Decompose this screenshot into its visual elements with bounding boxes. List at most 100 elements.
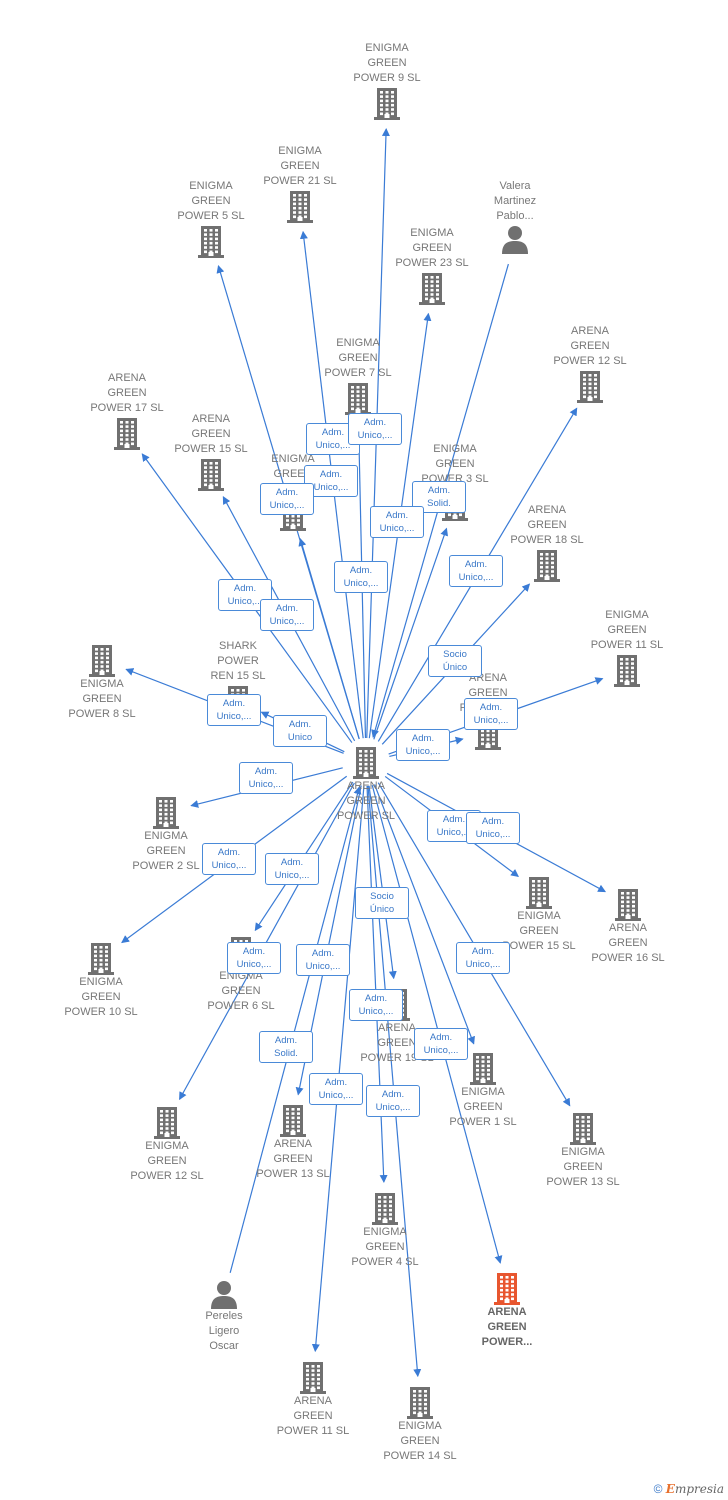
edge-center-n28 xyxy=(371,785,503,1264)
node-label: ENIGMA GREEN POWER 2 SL xyxy=(132,830,200,872)
edge-label-n7[interactable]: Adm. Unico,... xyxy=(348,413,402,445)
node-n26[interactable]: ENIGMA GREEN POWER 13 SL xyxy=(528,1111,638,1190)
edge-label-n6[interactable]: Adm. Unico,... xyxy=(449,555,503,587)
node-label: SHARK POWER REN 15 SL xyxy=(210,640,266,682)
node-n20[interactable]: ENIGMA GREEN POWER 10 SL xyxy=(46,941,156,1020)
building-icon xyxy=(573,887,683,921)
node-label: ENIGMA GREEN POWER 11 SL xyxy=(590,609,664,651)
node-n25[interactable]: ARENA GREEN POWER 13 SL xyxy=(238,1103,348,1182)
node-label: ENIGMA GREEN POWER 6 SL xyxy=(207,970,275,1012)
edge-label-n19[interactable]: Adm. Unico,... xyxy=(466,812,520,844)
building-icon xyxy=(156,224,266,258)
building-icon xyxy=(330,1191,440,1225)
node-label: ENIGMA GREEN POWER 9 SL xyxy=(353,42,421,84)
edge-center-n31 xyxy=(367,785,422,1378)
edge-label-n17[interactable]: Adm. Unico,... xyxy=(239,762,293,794)
building-icon xyxy=(528,1111,638,1145)
node-label: ENIGMA GREEN POWER 7 SL xyxy=(324,337,392,379)
building-icon xyxy=(484,875,594,909)
edge-label-n20[interactable]: Adm. Unico,... xyxy=(202,843,256,875)
node-label: ARENA GREEN POWER 17 SL xyxy=(90,372,164,414)
node-n30[interactable]: ARENA GREEN POWER 11 SL xyxy=(258,1360,368,1439)
node-label: ENIGMA GREEN POWER 10 SL xyxy=(64,976,138,1018)
edge-label-n15[interactable]: Adm. Unico xyxy=(273,715,327,747)
node-n23[interactable]: ENIGMA GREEN POWER 1 SL xyxy=(428,1051,538,1130)
node-n7[interactable]: ENIGMA GREEN POWER 7 SL xyxy=(303,336,413,415)
node-label: ARENA GREEN POWER 19 SL xyxy=(360,1022,433,1064)
building-icon xyxy=(112,1105,222,1139)
edge-label-n13[interactable]: Adm. Unico,... xyxy=(207,694,261,726)
node-label: ENIGMA GREEN POWER 1 SL xyxy=(449,1086,517,1128)
edge-label-n10[interactable]: Adm. Unico,... xyxy=(260,483,314,515)
building-icon xyxy=(47,643,157,677)
node-n14[interactable]: ENIGMA GREEN POWER 11 SL xyxy=(572,608,682,687)
node-label: Pereles Ligero Oscar xyxy=(205,1310,243,1352)
building-icon xyxy=(452,1271,562,1305)
node-label: Valera Martinez Pablo... xyxy=(493,180,537,222)
node-label: ARENA GREEN POWER 15 SL xyxy=(174,413,248,455)
center-node[interactable]: ARENA GREEN POWER SL xyxy=(311,745,421,824)
building-icon xyxy=(428,1051,538,1085)
node-n31[interactable]: ENIGMA GREEN POWER 14 SL xyxy=(365,1385,475,1464)
edge-label-n9[interactable]: Adm. Unico,... xyxy=(260,599,314,631)
node-n19[interactable]: ARENA GREEN POWER 16 SL xyxy=(573,887,683,966)
node-label: ENIGMA GREEN POWER 4 SL xyxy=(351,1226,419,1268)
building-icon xyxy=(238,1103,348,1137)
copyright[interactable]: © Empresia xyxy=(654,1482,724,1496)
edge-label-n29[interactable]: Adm. Solid. xyxy=(259,1031,313,1063)
node-label: ARENA GREEN POWER... xyxy=(481,1306,533,1348)
edge-label-n24[interactable]: Adm. Unico,... xyxy=(227,942,281,974)
edge-label-n27[interactable]: Adm. Unico,... xyxy=(349,989,403,1021)
building-icon xyxy=(377,271,487,305)
node-n6[interactable]: ARENA GREEN POWER 12 SL xyxy=(535,324,645,403)
edge-label-n26[interactable]: Adm. Unico,... xyxy=(456,942,510,974)
node-label: ARENA GREEN POWER 18 SL xyxy=(510,504,584,546)
node-n3[interactable]: ENIGMA GREEN POWER 5 SL xyxy=(156,179,266,258)
edge-n29-center xyxy=(229,786,362,1273)
edge-label-n31[interactable]: Adm. Unico,... xyxy=(366,1085,420,1117)
node-label: ENIGMA GREEN POWER 14 SL xyxy=(383,1420,457,1462)
edge-label-n22[interactable]: Socio Único xyxy=(355,887,409,919)
edge-label-n11[interactable]: Adm. Unico,... xyxy=(334,561,388,593)
node-n13[interactable]: ENIGMA GREEN POWER 8 SL xyxy=(47,643,157,722)
node-n24[interactable]: ENIGMA GREEN POWER 12 SL xyxy=(112,1105,222,1184)
node-label: ARENA GREEN POWER 12 SL xyxy=(553,325,627,367)
copyright-symbol: © xyxy=(653,1482,663,1496)
node-n2[interactable]: ENIGMA GREEN POWER 21 SL xyxy=(245,144,355,223)
edge-label-n14[interactable]: Adm. Unico,... xyxy=(464,698,518,730)
node-n27[interactable]: ENIGMA GREEN POWER 4 SL xyxy=(330,1191,440,1270)
node-n18[interactable]: ENIGMA GREEN POWER 15 SL xyxy=(484,875,594,954)
edge-label-n5[interactable]: Adm. Unico,... xyxy=(370,506,424,538)
edge-label-n12[interactable]: Socio Único xyxy=(428,645,482,677)
node-n29[interactable]: Pereles Ligero Oscar xyxy=(169,1279,279,1354)
node-n8[interactable]: ARENA GREEN POWER 17 SL xyxy=(72,371,182,450)
building-icon xyxy=(111,795,221,829)
edge-center-n27 xyxy=(366,785,388,1184)
edge-center-n23 xyxy=(374,784,475,1045)
node-label: ENIGMA GREEN POWER 21 SL xyxy=(263,145,337,187)
edge-center-n24 xyxy=(179,782,355,1101)
person-icon xyxy=(460,224,570,254)
edge-center-n22 xyxy=(368,785,397,980)
node-n9[interactable]: ARENA GREEN POWER 15 SL xyxy=(156,412,266,491)
edge-label-n16[interactable]: Adm. Unico,... xyxy=(396,729,450,761)
building-icon xyxy=(72,416,182,450)
edge-label-n8[interactable]: Adm. Unico,... xyxy=(218,579,272,611)
edge-center-n11 xyxy=(373,527,449,740)
edge-label-n25[interactable]: Adm. Unico,... xyxy=(296,944,350,976)
node-n1[interactable]: ENIGMA GREEN POWER 9 SL xyxy=(332,41,442,120)
brand-logo[interactable]: Empresia xyxy=(666,1482,724,1496)
node-n5[interactable]: ENIGMA GREEN POWER 23 SL xyxy=(377,226,487,305)
edge-label-n23[interactable]: Adm. Unico,... xyxy=(414,1028,468,1060)
building-icon xyxy=(332,86,442,120)
node-n12[interactable]: ARENA GREEN POWER 18 SL xyxy=(492,503,602,582)
edge-label-n30[interactable]: Adm. Unico,... xyxy=(309,1073,363,1105)
edge-label-n21[interactable]: Adm. Unico,... xyxy=(265,853,319,885)
node-label: ENIGMA GREEN POWER 12 SL xyxy=(130,1140,204,1182)
building-icon xyxy=(46,941,156,975)
node-label: ARENA GREEN POWER SL xyxy=(336,780,396,822)
node-n17[interactable]: ENIGMA GREEN POWER 2 SL xyxy=(111,795,221,874)
building-icon xyxy=(156,457,266,491)
node-n4[interactable]: Valera Martinez Pablo... xyxy=(460,179,570,254)
node-n28[interactable]: ARENA GREEN POWER... xyxy=(452,1271,562,1350)
